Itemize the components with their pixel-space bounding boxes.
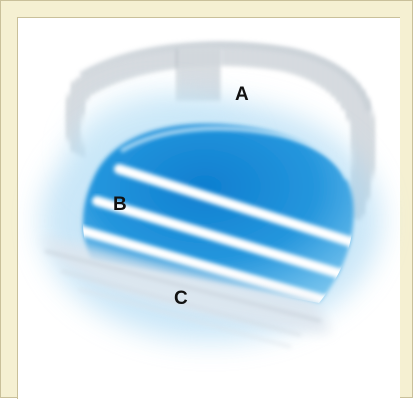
label-b: B: [113, 195, 127, 214]
label-c: C: [174, 289, 188, 308]
label-a: A: [235, 85, 249, 104]
